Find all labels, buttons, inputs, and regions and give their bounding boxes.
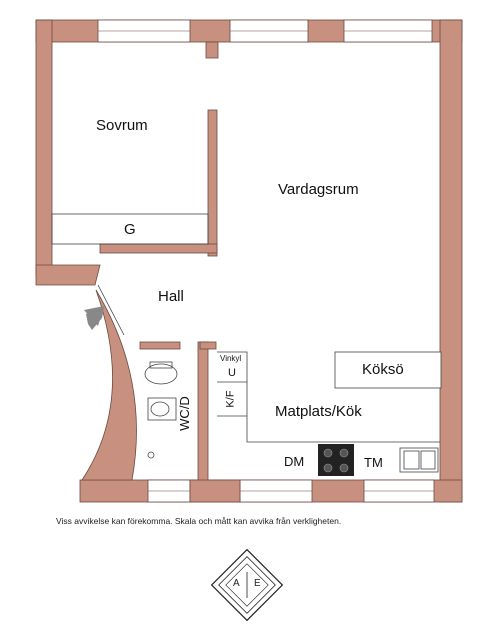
- room-label-vardagsrum: Vardagsrum: [278, 181, 359, 198]
- label-dm: DM: [284, 454, 305, 469]
- windows: [97, 19, 435, 503]
- label-kf: K/F: [224, 390, 237, 408]
- interior-walls: [99, 41, 241, 503]
- logo-letter-right: E: [254, 578, 261, 589]
- room-label-hall: Hall: [158, 288, 184, 305]
- disclaimer-text: Viss avvikelse kan förekomma. Skala och …: [56, 516, 342, 526]
- room-label-sovrum: Sovrum: [96, 117, 148, 134]
- label-tm: TM: [364, 455, 383, 470]
- label-u: U: [228, 367, 236, 379]
- label-vinkyl: Vinkyl: [220, 354, 242, 363]
- room-label-koksö: Köksö: [362, 361, 404, 378]
- room-label-garderob: G: [124, 221, 136, 238]
- room-label-matplats: Matplats/Kök: [275, 403, 362, 420]
- window-lines: [98, 30, 434, 492]
- logo: [210, 548, 284, 622]
- stove: [318, 444, 354, 476]
- room-label-wc: WC/D: [176, 396, 192, 431]
- entrance-arrow-icon: [84, 306, 104, 330]
- logo-letter-left: A: [233, 578, 240, 589]
- exterior-walls: [35, 19, 463, 503]
- fixtures: [51, 213, 442, 473]
